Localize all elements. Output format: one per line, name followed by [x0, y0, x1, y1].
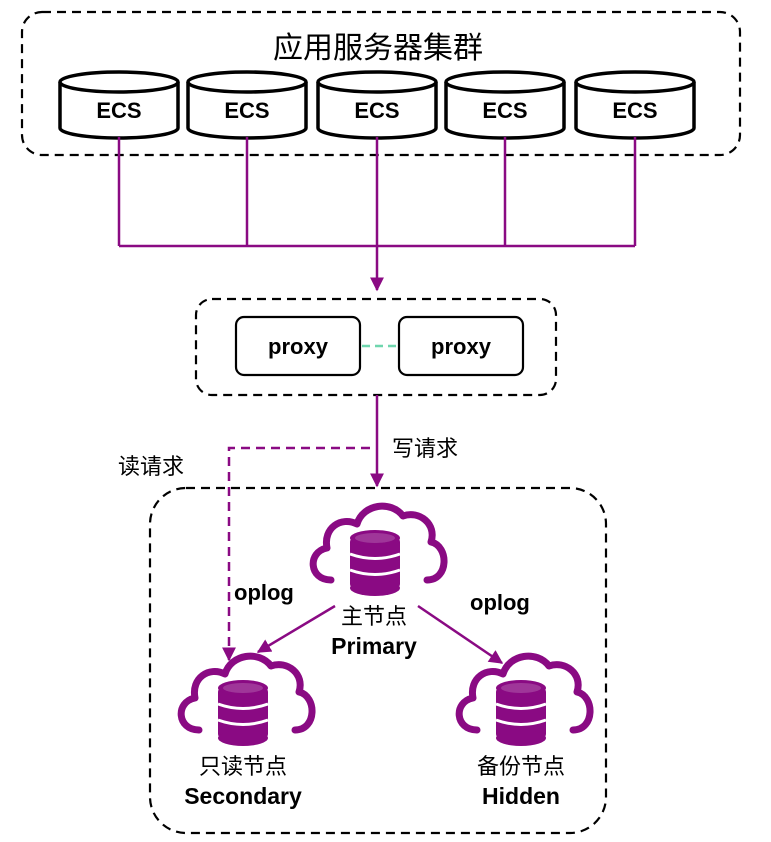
read-request-label: 读请求: [118, 455, 184, 480]
oplog-arrow-secondary: [256, 604, 336, 654]
ecs-connection-lines: [117, 137, 637, 292]
proxy-box-1: [234, 315, 362, 377]
ecs-node: ECS: [574, 70, 696, 140]
db-cluster-container: [148, 486, 608, 835]
primary-cloud-database-icon: [309, 502, 448, 596]
ecs-label: ECS: [612, 98, 657, 123]
hidden-cloud-database-icon: [455, 652, 594, 746]
proxy-label-2: proxy: [431, 334, 492, 359]
ecs-label: ECS: [482, 98, 527, 123]
ecs-label: ECS: [96, 98, 141, 123]
proxy-box-2: [397, 315, 525, 377]
cluster-title: 应用服务器集群: [273, 31, 483, 66]
secondary-cloud-database-icon: [177, 652, 316, 746]
secondary-en-label: Secondary: [184, 783, 302, 809]
ecs-label: ECS: [354, 98, 399, 123]
secondary-cn-label: 只读节点: [199, 755, 287, 780]
ecs-node: ECS: [444, 70, 566, 140]
ecs-node: ECS: [58, 70, 180, 140]
read-request-arrow: [222, 446, 370, 662]
hidden-en-label: Hidden: [482, 783, 560, 809]
write-request-label: 写请求: [392, 437, 458, 462]
cluster-container: [20, 10, 742, 157]
primary-cn-label: 主节点: [341, 605, 407, 630]
hidden-cn-label: 备份节点: [477, 755, 565, 780]
oplog-arrow-hidden: [417, 604, 504, 665]
ecs-label: ECS: [224, 98, 269, 123]
ecs-node: ECS: [186, 70, 308, 140]
primary-en-label: Primary: [331, 633, 417, 659]
oplog-label-left: oplog: [234, 580, 294, 605]
oplog-label-right: oplog: [470, 590, 530, 615]
proxy-label-1: proxy: [268, 334, 329, 359]
ecs-node: ECS: [316, 70, 438, 140]
